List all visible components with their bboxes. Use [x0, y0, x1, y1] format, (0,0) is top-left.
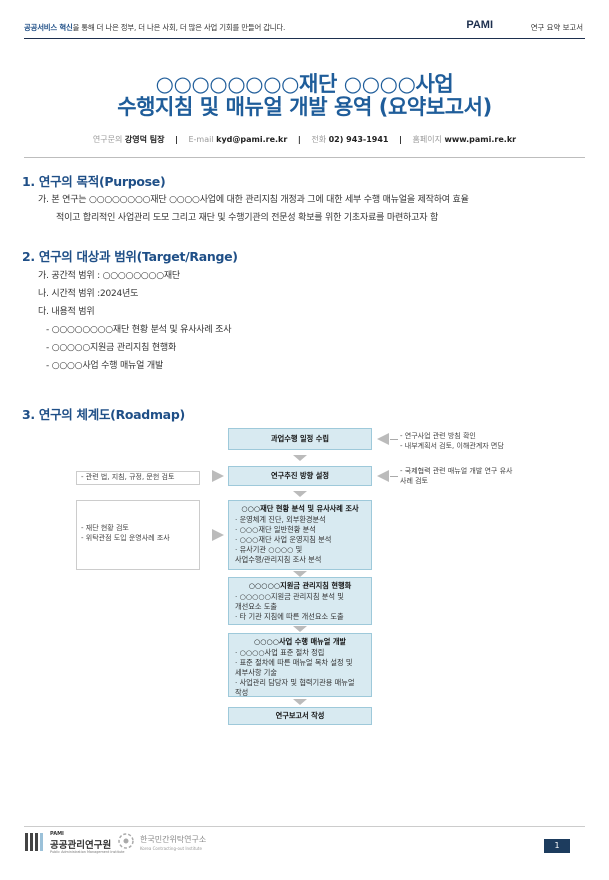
- right-note-1: - 연구사업 관련 방침 확인 - 내부계획서 검토, 이해관계자 면담: [400, 432, 504, 450]
- logo-pami: PAMI 공공관리연구원 Public Administration Manag…: [24, 831, 125, 857]
- section-purpose-heading: 1. 연구의 목적(Purpose): [22, 174, 166, 189]
- title-line-2: 수행지침 및 매뉴얼 개발 용역 (요약보고서): [117, 95, 492, 119]
- target-subitem-2: - ○○○○○지원금 관리지침 현행화: [46, 343, 177, 353]
- arrow-right-icon: [212, 529, 224, 541]
- section-roadmap-heading: 3. 연구의 체계도(Roadmap): [22, 407, 185, 422]
- arrow-down-icon: [293, 699, 307, 705]
- researcher-name: 강영덕 팀장: [124, 135, 165, 144]
- roadmap-box-guideline: ○○○○○지원금 관리지침 현행화 · ○○○○○지원금 관리지침 분석 및 개…: [228, 577, 372, 625]
- separator: |: [297, 135, 301, 144]
- arrow-down-icon: [293, 571, 307, 577]
- arrow-right-icon: [212, 470, 224, 482]
- arrow-left-icon: [377, 470, 389, 482]
- header-divider: [24, 38, 585, 39]
- researcher-label: 연구문의: [92, 135, 123, 144]
- arrow-down-icon: [293, 491, 307, 497]
- target-item-1: 가. 공간적 범위 : ○○○○○○○○재단: [38, 271, 181, 281]
- target-item-3: 다. 내용적 범위: [38, 307, 95, 317]
- title-line-1: ○○○○○○○○재단 ○○○○사업: [155, 72, 454, 96]
- left-note-2: - 재단 현황 검토 - 위탁관점 도입 운영사례 조사: [76, 500, 200, 570]
- roadmap-box-manual: ○○○○사업 수행 매뉴얼 개발 · ○○○○사업 표준 절차 정립 · 표준 …: [228, 633, 372, 697]
- purpose-line-2: 적이고 합리적인 사업관리 도모 그리고 재단 및 수행기관의 전문성 확보를 …: [56, 213, 439, 223]
- header-tagline: 공공서비스 혁신을 통해 더 나은 정부, 더 나은 사회, 더 많은 사업 기…: [24, 22, 285, 33]
- web-label: 홈페이지: [412, 135, 442, 144]
- target-item-2: 나. 시간적 범위 :2024년도: [38, 289, 139, 299]
- connector-line: [390, 476, 398, 477]
- roadmap-box-report: 연구보고서 작성: [228, 707, 372, 725]
- roadmap-box-direction: 연구추진 방향 설정: [228, 466, 372, 486]
- right-note-2: - 국제협력 관련 매뉴얼 개발 연구 유사 사례 검토: [400, 467, 513, 485]
- header-doc-type: 연구 요약 보고서: [530, 23, 583, 32]
- web-link[interactable]: www.pami.re.kr: [444, 135, 517, 144]
- purpose-line-1: 가. 본 연구는 ○○○○○○○○재단 ○○○○사업에 대한 관리지침 개정과 …: [38, 195, 469, 205]
- roadmap-box-analysis: ○○○재단 현황 분석 및 유사사례 조사 · 운영체계 진단, 외부환경분석 …: [228, 500, 372, 570]
- arrow-down-icon: [293, 455, 307, 461]
- target-subitem-1: - ○○○○○○○○재단 현황 분석 및 유사사례 조사: [46, 325, 232, 335]
- pami-logo-icon: [25, 833, 43, 851]
- email-link[interactable]: kyd@pami.re.kr: [216, 135, 288, 144]
- target-subitem-3: - ○○○○사업 수행 매뉴얼 개발: [46, 361, 164, 371]
- separator: |: [175, 135, 178, 144]
- logo-kci: 한국민간위탁연구소 Korea Contracting-out Institut…: [116, 831, 206, 855]
- separator: |: [399, 135, 402, 144]
- contact-divider: [24, 157, 585, 158]
- roadmap-box-schedule: 과업수행 일정 수립: [228, 428, 372, 450]
- phone-label: 전화: [311, 135, 327, 144]
- connector-line: [390, 439, 398, 440]
- arrow-down-icon: [293, 626, 307, 632]
- page-header: 공공서비스 혁신을 통해 더 나은 정부, 더 나은 사회, 더 많은 사업 기…: [24, 18, 585, 38]
- arrow-left-icon: [377, 433, 389, 445]
- contact-bar: 연구문의 강영덕 팀장 | E-mail kyd@pami.re.kr | 전화…: [0, 134, 609, 145]
- tagline-rest: 을 통해 더 나은 정부, 더 나은 사회, 더 많은 사업 기회를 만들어 갑…: [72, 23, 286, 32]
- tagline-highlight: 공공서비스 혁신: [24, 23, 73, 32]
- header-brand: PAMI: [466, 19, 493, 31]
- footer-divider: [24, 826, 585, 827]
- page-number: 1: [544, 839, 570, 853]
- phone-number: 02) 943-1941: [328, 135, 389, 144]
- email-label: E-mail: [188, 135, 214, 144]
- section-target-heading: 2. 연구의 대상과 범위(Target/Range): [22, 249, 238, 264]
- kci-logo-icon: [118, 833, 134, 849]
- left-note-1: - 관련 법, 지침, 규정, 문헌 검토: [76, 471, 200, 485]
